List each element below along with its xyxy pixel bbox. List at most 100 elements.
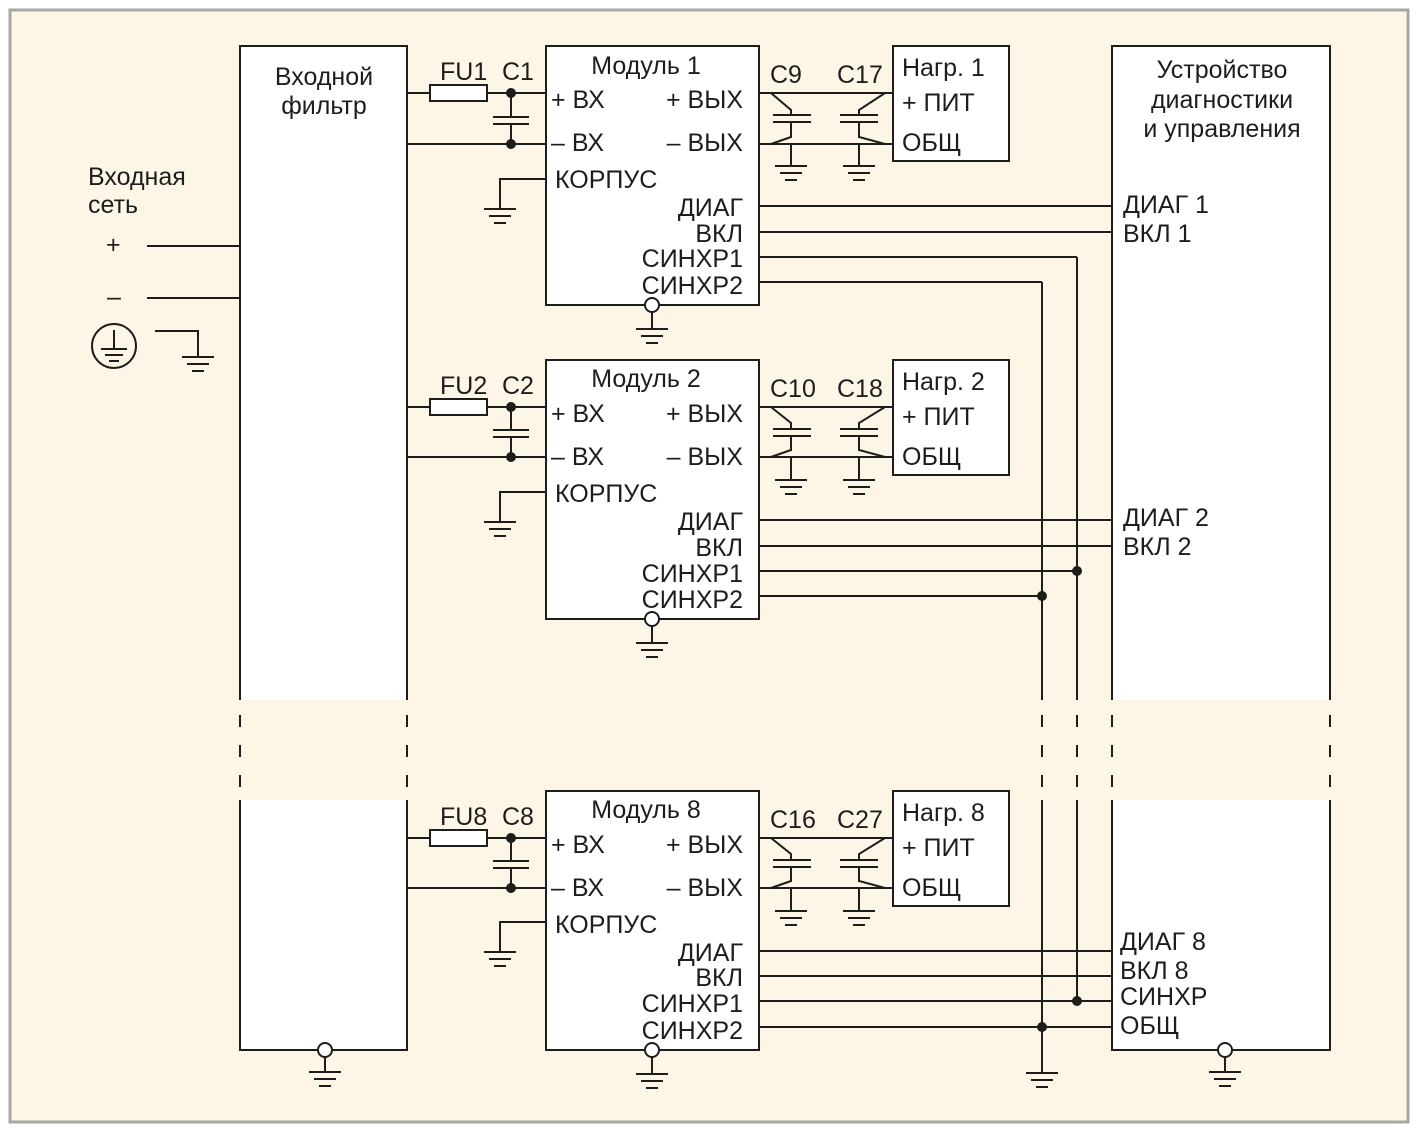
input-filter-box [239, 45, 408, 1051]
module-2-pin-chassis: КОРПУС [555, 480, 657, 508]
device-ground-icon [1209, 1071, 1241, 1087]
device-diag-1-label: ДИАГ 1 [1123, 191, 1209, 219]
module-1-pin-diag: ДИАГ [678, 194, 744, 222]
module-8-ground-terminal [644, 1042, 660, 1058]
input-earth-wire [155, 330, 199, 357]
module-2-pin-plus-out: + ВЫХ [666, 400, 743, 428]
module-1-pin-minus-out: – ВЫХ [667, 129, 744, 157]
device-title-2: диагностики [1151, 86, 1293, 114]
module-8-channel: FU8 C8 Модуль 8 + ВХ – ВХ КОРПУС + ВЫХ –… [407, 790, 1206, 1089]
input-filter-break [239, 715, 408, 790]
chassis-ground-icon-1 [484, 208, 516, 224]
cap-c17-label: C17 [837, 61, 883, 89]
device-enable-8-label: ВКЛ 8 [1120, 957, 1189, 985]
input-filter-title-2: фильтр [281, 92, 367, 120]
module-8-pin-diag: ДИАГ [678, 939, 744, 967]
module-2-title: Модуль 2 [591, 365, 700, 393]
load-2-title: Нагр. 2 [902, 368, 985, 396]
module-2-pin-sync2: СИНХР2 [642, 586, 743, 614]
load-2-pin-common: ОБЩ [902, 443, 961, 471]
module-2-pin-minus-out: – ВЫХ [667, 443, 744, 471]
device-title-3: и управления [1143, 115, 1300, 143]
module-8-box [545, 790, 760, 1051]
module-2-ground-icon [636, 642, 668, 658]
load-2-box [892, 359, 1010, 476]
input-plus-label: + [106, 231, 121, 259]
input-network-label-1: Входная [88, 163, 186, 191]
device-title-1: Устройство [1157, 56, 1288, 84]
load-1-box [892, 45, 1010, 162]
load-1-pin-common: ОБЩ [902, 129, 961, 157]
diagnostics-device: Устройство диагностики и управления [1111, 45, 1331, 1087]
module-8-title: Модуль 8 [591, 796, 700, 824]
module-8-pin-minus-out: – ВЫХ [667, 874, 744, 902]
input-filter: Входной фильтр [239, 45, 408, 1087]
module-1-pin-minus-in: – ВХ [551, 129, 604, 157]
device-diag-2-label: ДИАГ 2 [1123, 504, 1209, 532]
module-2-pin-plus-in: + ВХ [551, 400, 605, 428]
module-2-ground-terminal [644, 611, 660, 627]
fuse-fu2-label: FU2 [440, 372, 487, 400]
module-1-pin-chassis: КОРПУС [555, 166, 657, 194]
device-ground-terminal [1217, 1042, 1233, 1058]
input-filter-title-1: Входной [275, 63, 373, 91]
input-network-label-2: сеть [88, 191, 138, 219]
module-2-pin-sync1: СИНХР1 [642, 560, 743, 588]
cap-c8-label: C8 [502, 803, 534, 831]
module-1-channel: FU1 C1 Модуль 1 + ВХ – ВХ КОРПУС + ВЫХ –… [407, 45, 1209, 344]
fuse-fu1 [429, 84, 488, 102]
chassis-ground-icon-8 [484, 951, 516, 967]
module-8-pin-chassis: КОРПУС [555, 911, 657, 939]
load-2-pin-supply: + ПИТ [902, 403, 975, 431]
bus-sync-label: СИНХР [1120, 983, 1207, 1011]
module-8-pin-enable: ВКЛ [695, 964, 743, 992]
cap-c16-label: C16 [770, 806, 816, 834]
diagnostics-device-break [1111, 715, 1331, 790]
fuse-fu8 [429, 829, 488, 847]
load-8-title: Нагр. 8 [902, 799, 985, 827]
device-enable-1-label: ВКЛ 1 [1123, 220, 1192, 248]
cap-c10-label: C10 [770, 375, 816, 403]
bus-common-label: ОБЩ [1120, 1012, 1179, 1040]
module-8-pin-sync1: СИНХР1 [642, 990, 743, 1018]
module-2-pin-minus-in: – ВХ [551, 443, 604, 471]
load-8-pin-supply: + ПИТ [902, 834, 975, 862]
device-enable-2-label: ВКЛ 2 [1123, 533, 1192, 561]
input-network: Входная сеть + – [88, 163, 240, 372]
module-8-pin-plus-in: + ВХ [551, 831, 605, 859]
load-8-box [892, 790, 1010, 907]
module-1-pin-sync1: СИНХР1 [642, 245, 743, 273]
module-1-pin-enable: ВКЛ [695, 220, 743, 248]
module-8-ground-icon [636, 1073, 668, 1089]
input-minus-label: – [107, 283, 121, 311]
device-diag-8-label: ДИАГ 8 [1120, 928, 1206, 956]
module-1-pin-plus-in: + ВХ [551, 86, 605, 114]
cap-c9-label: C9 [770, 61, 802, 89]
protective-earth-icon [91, 323, 137, 369]
module-1-ground-icon [636, 328, 668, 344]
chassis-ground-icon-2 [484, 521, 516, 537]
module-1-pin-plus-out: + ВЫХ [666, 86, 743, 114]
module-2-channel: FU2 C2 Модуль 2 + ВХ – ВХ КОРПУС + ВЫХ –… [407, 359, 1209, 658]
module-1-pin-sync2: СИНХР2 [642, 272, 743, 300]
module-8-pin-sync2: СИНХР2 [642, 1017, 743, 1045]
fuse-fu2 [429, 398, 488, 416]
module-2-pin-diag: ДИАГ [678, 508, 744, 536]
module-1-title: Модуль 1 [591, 52, 700, 80]
sync-bus: СИНХР ОБЩ [1026, 257, 1207, 1088]
module-8-pin-plus-out: + ВЫХ [666, 831, 743, 859]
module-2-pin-enable: ВКЛ [695, 534, 743, 562]
input-filter-ground-terminal [317, 1042, 333, 1058]
cap-c18-label: C18 [837, 375, 883, 403]
input-filter-ground-icon [309, 1071, 341, 1087]
cap-c1-label: C1 [502, 58, 534, 86]
input-ground-icon [182, 356, 214, 372]
module-8-pin-minus-in: – ВХ [551, 874, 604, 902]
load-1-title: Нагр. 1 [902, 54, 985, 82]
bus-ground-icon [1026, 1072, 1058, 1088]
fuse-fu1-label: FU1 [440, 58, 487, 86]
cap-c27-label: C27 [837, 806, 883, 834]
module-1-ground-terminal [644, 297, 660, 313]
cap-c2-label: C2 [502, 372, 534, 400]
